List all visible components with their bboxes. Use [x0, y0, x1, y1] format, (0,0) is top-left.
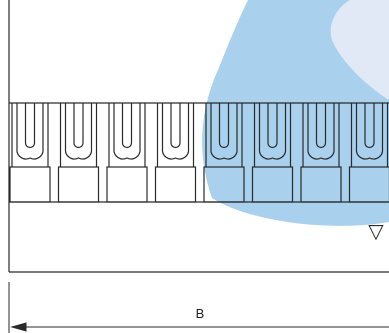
- terminal-inner-clip: [315, 103, 327, 149]
- terminal-outer-clip: [307, 103, 335, 160]
- terminal-8: [348, 103, 389, 203]
- terminal-6: [251, 103, 294, 203]
- terminal-base: [348, 166, 389, 203]
- terminal-outer-clip: [113, 103, 141, 160]
- terminal-base: [251, 166, 294, 203]
- terminal-base: [106, 166, 148, 203]
- terminal-outer-clip: [64, 103, 93, 160]
- terminal-outer-clip: [210, 103, 238, 160]
- terminal-inner-clip: [364, 103, 375, 149]
- terminal-1: [9, 103, 51, 203]
- dimension-line: [8, 282, 389, 333]
- arrow-left-icon: [10, 322, 27, 332]
- terminal-inner-clip: [24, 103, 36, 149]
- terminal-inner-clip: [170, 103, 181, 149]
- terminal-row: [9, 103, 389, 203]
- terminal-outer-clip: [16, 103, 44, 160]
- terminal-outer-clip: [161, 103, 190, 160]
- terminal-3: [106, 103, 148, 203]
- highlight-region-inner: [330, 0, 389, 100]
- terminal-base: [154, 166, 197, 203]
- terminal-base: [57, 166, 100, 203]
- terminal-outer-clip: [258, 103, 287, 160]
- terminal-base: [9, 166, 51, 203]
- warning-triangle-icon: ▽: [368, 219, 384, 243]
- terminal-inner-clip: [121, 103, 133, 149]
- terminal-inner-clip: [73, 103, 84, 149]
- terminal-inner-clip: [267, 103, 278, 149]
- terminal-outer-clip: [355, 103, 384, 160]
- terminal-base: [203, 166, 245, 203]
- terminal-7: [300, 103, 342, 203]
- terminal-base: [300, 166, 342, 203]
- terminal-4: [154, 103, 197, 203]
- terminal-2: [57, 103, 100, 203]
- dimension-label: B: [196, 306, 205, 321]
- terminal-5: [203, 103, 245, 203]
- terminal-inner-clip: [218, 103, 230, 149]
